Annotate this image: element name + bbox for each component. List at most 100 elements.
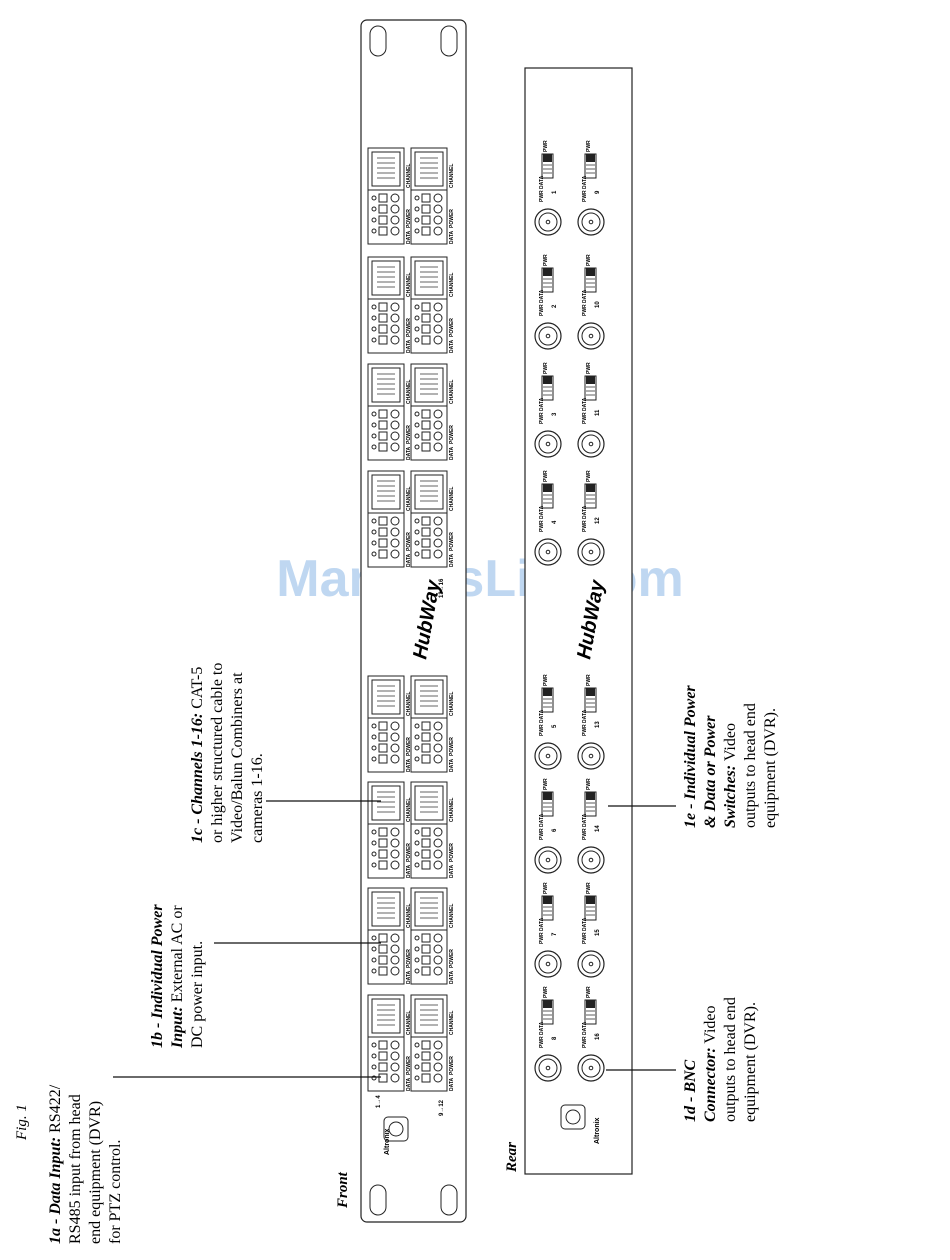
bnc-center-pin bbox=[545, 441, 551, 447]
channel-number: 16 bbox=[595, 1033, 601, 1040]
terminal-port-icon bbox=[390, 204, 400, 214]
terminal-port-icon bbox=[433, 204, 443, 214]
terminal-led-icon bbox=[371, 326, 377, 332]
terminal-led-icon bbox=[414, 862, 420, 868]
terminal-port-icon bbox=[433, 324, 443, 334]
terminal-led-icon bbox=[414, 518, 420, 524]
data-label: DATA bbox=[406, 553, 412, 567]
terminal-port-icon bbox=[433, 516, 443, 526]
terminal-port-icon bbox=[433, 721, 443, 731]
terminal-led-icon bbox=[371, 957, 377, 963]
pwr-label: PWR bbox=[586, 140, 592, 152]
terminal-led-icon bbox=[414, 228, 420, 234]
terminal-port-icon bbox=[390, 549, 400, 559]
callout-1b-line3: DC power input. bbox=[189, 941, 206, 1048]
pwr-data-label: PWR DATA bbox=[582, 709, 588, 736]
terminal-port-icon bbox=[390, 933, 400, 943]
terminal-led-icon bbox=[371, 195, 377, 201]
bnc-connector-ring bbox=[538, 850, 558, 870]
terminal-port-icon bbox=[390, 754, 400, 764]
terminal-screw-icon bbox=[378, 1062, 388, 1072]
terminal-screw-icon bbox=[421, 431, 431, 441]
pwr-label: PWR bbox=[586, 254, 592, 266]
pwr-data-label: PWR DATA bbox=[582, 1021, 588, 1048]
pwr-label: PWR bbox=[586, 470, 592, 482]
front-panel: CHANNELPOWERDATACHANNELPOWERDATACHANNELP… bbox=[335, 19, 467, 1223]
channel-number: 8 bbox=[552, 1036, 558, 1040]
switch-slider bbox=[543, 688, 552, 696]
terminal-led-icon bbox=[414, 217, 420, 223]
terminal-led-icon bbox=[414, 1075, 420, 1081]
altronix-logo-ring bbox=[565, 1109, 581, 1125]
front-range-label: 1→4 bbox=[376, 1095, 382, 1108]
switch-slider bbox=[586, 688, 595, 696]
bnc-center-pin bbox=[588, 441, 594, 447]
pwr-label: PWR bbox=[543, 778, 549, 790]
terminal-screw-icon bbox=[378, 409, 388, 419]
callout-1e-text: Video bbox=[722, 723, 739, 761]
callout-1e-title-2: & Data or Power bbox=[702, 715, 719, 828]
bnc-center-pin bbox=[588, 219, 594, 225]
data-label: DATA bbox=[449, 446, 455, 460]
data-label: DATA bbox=[406, 864, 412, 878]
terminal-port-icon bbox=[390, 538, 400, 548]
callout-1a-line3: end equipment (DVR) bbox=[87, 1101, 104, 1244]
terminal-screw-icon bbox=[378, 944, 388, 954]
power-label: POWER bbox=[406, 843, 412, 862]
terminal-port-icon bbox=[433, 732, 443, 742]
terminal-screw-icon bbox=[421, 944, 431, 954]
callout-1d-title: 1d - BNC bbox=[682, 1059, 699, 1122]
rj45-jack-icon bbox=[371, 891, 401, 927]
terminal-screw-icon bbox=[378, 538, 388, 548]
power-label: POWER bbox=[449, 843, 455, 862]
bnc-connector-ring bbox=[581, 850, 601, 870]
terminal-led-icon bbox=[371, 723, 377, 729]
rear-channel-group: PWR PWR DATA 8 bbox=[534, 986, 562, 1082]
pwr-data-label: PWR DATA bbox=[539, 289, 545, 316]
pwr-data-label: PWR DATA bbox=[539, 1021, 545, 1048]
terminal-led-icon bbox=[371, 529, 377, 535]
switch-slider bbox=[586, 376, 595, 384]
terminal-port-icon bbox=[433, 527, 443, 537]
terminal-screw-icon bbox=[421, 549, 431, 559]
terminal-led-icon bbox=[414, 540, 420, 546]
channel-label: CHANNEL bbox=[406, 487, 412, 511]
terminal-screw-icon bbox=[378, 313, 388, 323]
terminal-led-icon bbox=[414, 206, 420, 212]
terminal-screw-icon bbox=[421, 743, 431, 753]
callout-1c-line2: or higher structured cable to bbox=[209, 663, 226, 843]
front-range-label: 13→16 bbox=[439, 578, 445, 598]
terminal-led-icon bbox=[371, 337, 377, 343]
rj45-jack-icon bbox=[371, 998, 401, 1034]
terminal-screw-icon bbox=[421, 302, 431, 312]
mounting-slot bbox=[440, 25, 458, 57]
terminal-port-icon bbox=[390, 226, 400, 236]
terminal-screw-icon bbox=[421, 538, 431, 548]
bnc-connector-ring bbox=[581, 954, 601, 974]
rear-maker-label: Altronix bbox=[594, 1117, 601, 1144]
terminal-screw-icon bbox=[421, 409, 431, 419]
data-label: DATA bbox=[406, 230, 412, 244]
pwr-label: PWR bbox=[543, 986, 549, 998]
terminal-led-icon bbox=[371, 946, 377, 952]
terminal-led-icon bbox=[414, 935, 420, 941]
power-label: POWER bbox=[406, 1056, 412, 1075]
callout-1b-text: External AC or bbox=[169, 905, 186, 1003]
callout-1c-line4: cameras 1-16. bbox=[249, 753, 266, 843]
terminal-led-icon bbox=[371, 411, 377, 417]
pwr-data-label: PWR DATA bbox=[582, 289, 588, 316]
terminal-port-icon bbox=[433, 743, 443, 753]
channel-number: 12 bbox=[595, 517, 601, 524]
rj45-jack-icon bbox=[414, 474, 444, 510]
terminal-led-icon bbox=[371, 551, 377, 557]
pwr-data-label: PWR DATA bbox=[582, 505, 588, 532]
terminal-led-icon bbox=[414, 529, 420, 535]
terminal-port-icon bbox=[390, 743, 400, 753]
rj45-jack-icon bbox=[414, 679, 444, 715]
